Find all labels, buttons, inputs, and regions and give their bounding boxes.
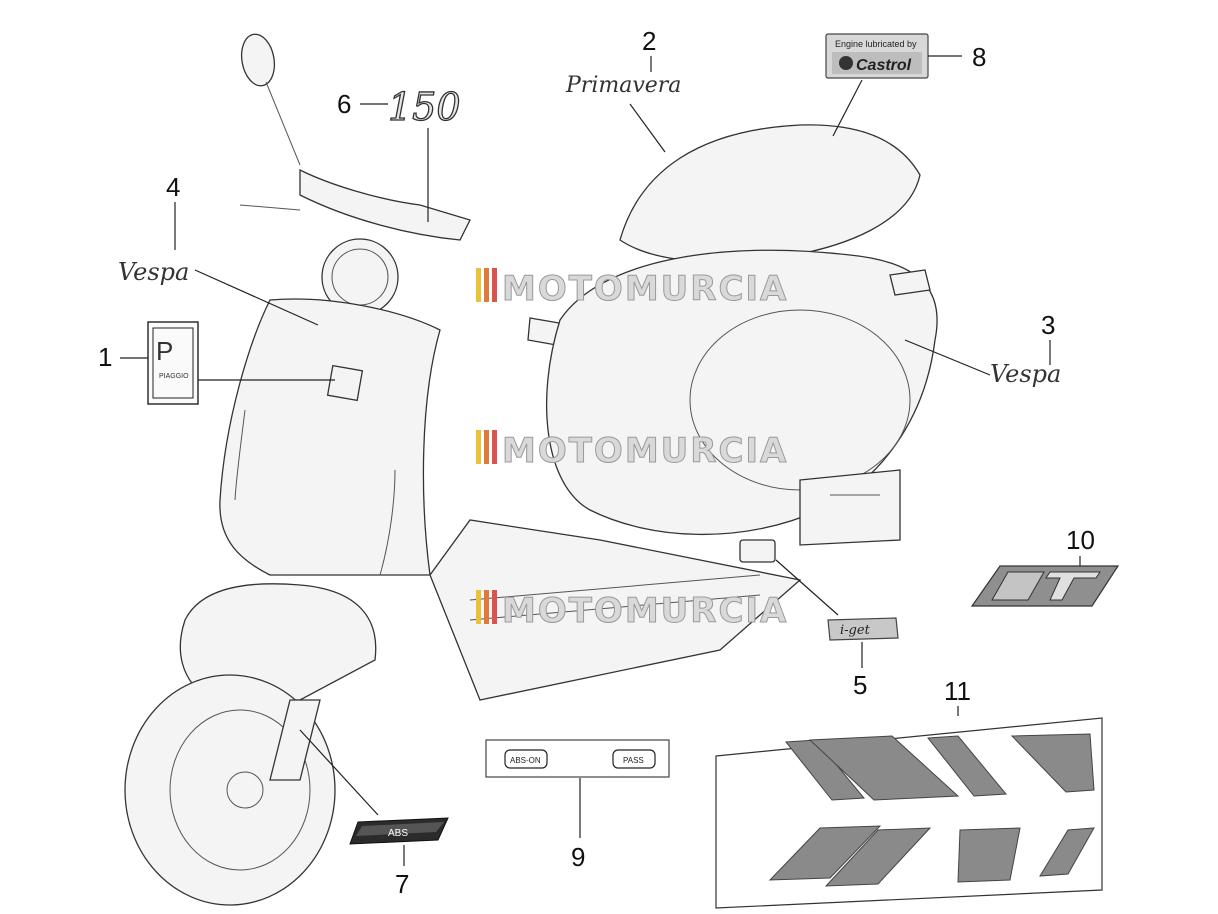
watermark-logo: MOTOMURCIA xyxy=(476,590,788,632)
part-11-chevron-stripes: 11 xyxy=(715,676,1103,909)
watermark-text: MOTOMURCIA xyxy=(502,269,788,309)
part-9-switch-labels: ABS-ON PASS 9 xyxy=(485,739,670,872)
vespa-script-left: Vespa xyxy=(118,258,189,286)
leader-line xyxy=(299,729,379,816)
callout-3: 3 xyxy=(1041,310,1055,340)
vespa-script-right: Vespa xyxy=(990,360,1061,388)
part-10-it-badge: 10 xyxy=(970,525,1120,607)
piaggio-p-letter: P xyxy=(156,336,173,366)
castrol-logo-icon xyxy=(839,56,853,70)
part-8-castrol-badge: Engine lubricated by Castrol 8 xyxy=(825,33,986,137)
callout-5: 5 xyxy=(853,670,867,700)
piaggio-text: PIAGGIO xyxy=(159,373,189,380)
pass-label: PASS xyxy=(623,756,644,765)
castrol-line1: Engine lubricated by xyxy=(835,39,917,49)
callout-6: 6 xyxy=(337,89,351,119)
callout-7: 7 xyxy=(395,869,409,899)
displacement-badge-text: 150 xyxy=(388,85,461,129)
part-2-primavera-badge: 2 Primavera xyxy=(565,26,681,153)
leader-line xyxy=(904,339,991,376)
part-3-vespa-badge-right: 3 Vespa xyxy=(904,310,1061,388)
callout-9: 9 xyxy=(571,842,585,872)
callout-10: 10 xyxy=(1066,525,1095,555)
leader-line xyxy=(194,269,319,326)
leader-line xyxy=(832,79,863,137)
leader-line xyxy=(629,103,666,153)
iget-text: i-get xyxy=(840,623,871,638)
watermark-logo: MOTOMURCIA xyxy=(476,268,788,310)
part-1-piaggio-badge: P PIAGGIO 1 xyxy=(98,321,335,405)
part-7-abs-badge: ABS 7 xyxy=(299,729,449,899)
callout-1: 1 xyxy=(98,342,112,372)
callout-11: 11 xyxy=(944,676,971,706)
part-6-150-badge: 6 150 xyxy=(337,84,461,222)
abs-badge-text: ABS xyxy=(388,828,408,839)
callout-8: 8 xyxy=(972,42,986,72)
callout-4: 4 xyxy=(166,172,180,202)
watermark-text: MOTOMURCIA xyxy=(502,591,788,631)
part-4-vespa-badge-left: 4 Vespa xyxy=(118,172,319,326)
callout-2: 2 xyxy=(642,26,656,56)
primavera-script: Primavera xyxy=(565,73,681,98)
watermark-text: MOTOMURCIA xyxy=(502,431,788,471)
scooter-drawing xyxy=(124,33,938,906)
watermark-group: MOTOMURCIA MOTOMURCIA MOTOMURCIA xyxy=(476,268,788,632)
castrol-line2: Castrol xyxy=(856,57,912,74)
abs-on-label: ABS-ON xyxy=(510,756,541,765)
part-5-iget-badge: i-get 5 xyxy=(775,559,899,700)
watermark-logo: MOTOMURCIA xyxy=(476,430,788,472)
leader-line xyxy=(775,559,839,616)
